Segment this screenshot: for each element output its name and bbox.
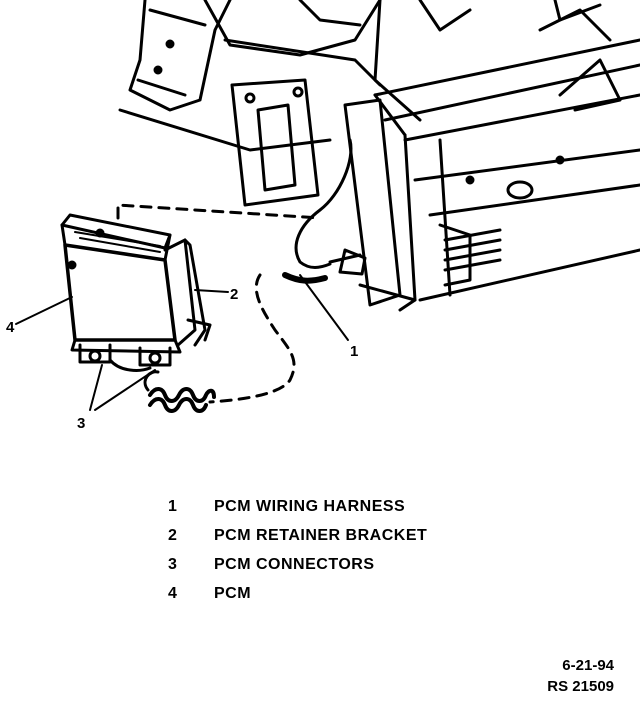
pcm-illustration: 1 2 3 4 [6, 0, 640, 432]
vehicle-body-structure [118, 0, 472, 152]
callout-3: 3 [77, 415, 85, 432]
pcm-module [60, 213, 212, 372]
legend: 1 PCM WIRING HARNESS 2 PCM RETAINER BRAC… [168, 492, 427, 608]
figure-date: 6-21-94 [562, 657, 614, 674]
legend-label: PCM [214, 584, 252, 602]
legend-item: 1 PCM WIRING HARNESS [168, 492, 427, 521]
legend-label: PCM CONNECTORS [214, 555, 375, 573]
legend-number: 4 [168, 584, 177, 602]
legend-item: 2 PCM RETAINER BRACKET [168, 521, 427, 550]
legend-number: 3 [168, 555, 177, 573]
callout-4: 4 [6, 319, 15, 336]
radiator-support [343, 0, 640, 312]
leader-lines [15, 274, 349, 411]
coiled-lead [143, 370, 216, 413]
legend-number: 2 [168, 526, 177, 544]
pcm-wiring-harness [208, 138, 367, 404]
removal-path [116, 203, 322, 220]
figure-footer: 6-21-94 RS 21509 [547, 655, 614, 697]
callout-2: 2 [230, 286, 238, 303]
legend-item: 4 PCM [168, 579, 427, 608]
callout-1: 1 [350, 343, 358, 360]
legend-label: PCM WIRING HARNESS [214, 497, 406, 515]
legend-number: 1 [168, 497, 177, 515]
figure-code: RS 21509 [547, 678, 614, 695]
mounting-plate [230, 78, 320, 207]
legend-item: 3 PCM CONNECTORS [168, 550, 427, 579]
legend-label: PCM RETAINER BRACKET [214, 526, 428, 544]
